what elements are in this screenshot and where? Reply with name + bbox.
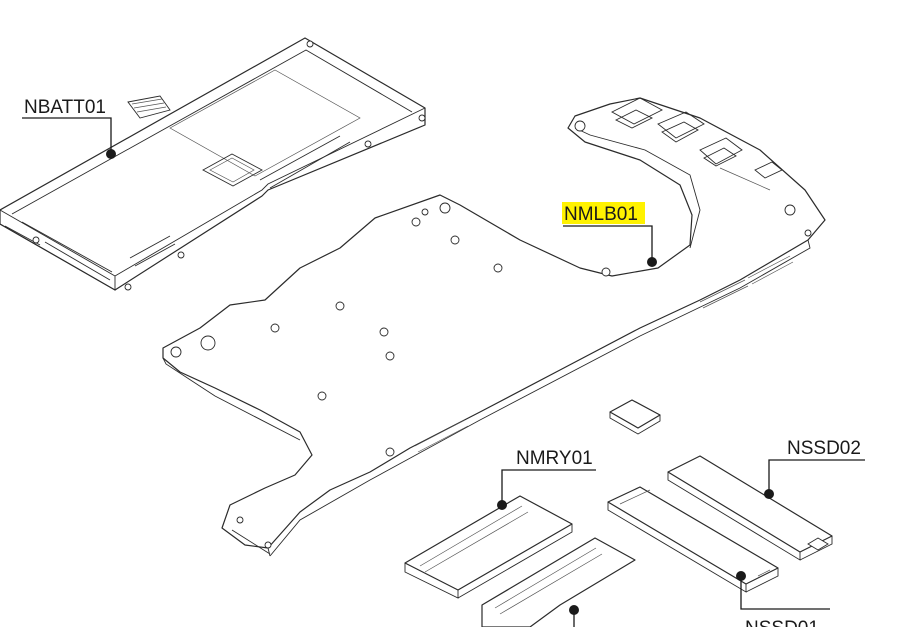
callout-label-battery: NBATT01 [24, 97, 106, 118]
callout-memory: NMRY01 [497, 448, 596, 627]
callout-highlight-mainboard [562, 202, 645, 224]
battery-pack [0, 37, 426, 291]
callout-battery: NBATT01 [22, 97, 116, 159]
callout-mainboard: NMLB01 [562, 202, 657, 267]
main-logic-board [162, 97, 826, 557]
callout-label-ssd-lower: NSSD01 [745, 618, 819, 627]
ssd-modules [607, 455, 833, 593]
callout-label-ssd-upper: NSSD02 [787, 438, 861, 459]
callout-label-memory: NMRY01 [516, 448, 593, 469]
callout-ssd-lower: NSSD01 [736, 571, 830, 627]
callout-ssd-upper: NSSD02 [764, 438, 865, 499]
memory-modules [404, 495, 636, 627]
callout-label-mainboard: NMLB01 [564, 204, 638, 225]
